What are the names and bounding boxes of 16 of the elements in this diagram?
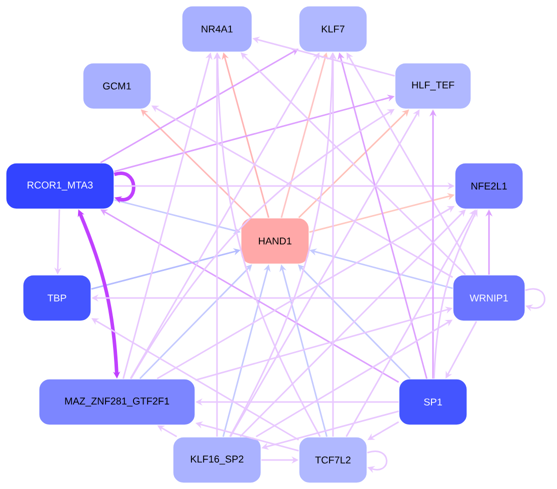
- gene-box: RCOR1_MTA3: [6, 162, 114, 210]
- gene-box: KLF16_SP2: [172, 436, 262, 484]
- gene-box: NFE2L1: [454, 162, 524, 210]
- gene-box: HLF_TEF: [394, 62, 472, 110]
- gene-box: KLF7: [298, 6, 368, 52]
- gene-box: GCM1: [82, 62, 152, 110]
- gene-box: MAZ_ZNF281_GTF2F1: [38, 378, 196, 426]
- arrow: [114, 172, 136, 204]
- gene-box: TBP: [22, 274, 92, 322]
- gene-box: NR4A1: [182, 6, 252, 52]
- gene-box: WRNIP1: [452, 274, 526, 322]
- gene-box: SP1: [398, 378, 468, 426]
- arrow: [367, 450, 388, 473]
- gene-box: HAND1: [240, 218, 310, 264]
- gene-box: TCF7L2: [298, 436, 368, 484]
- arrow: [525, 288, 546, 312]
